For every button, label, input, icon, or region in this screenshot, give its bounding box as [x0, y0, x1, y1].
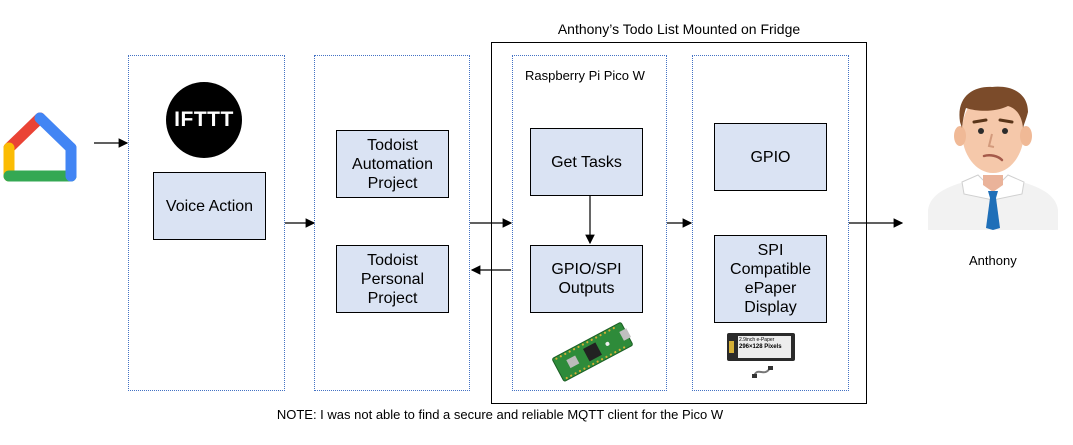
fridge-frame [491, 42, 867, 404]
gpio-node: GPIO [714, 123, 827, 191]
epaper-board-line1: 2.9inch e-Paper [739, 337, 775, 343]
gpio-spi-outputs-node: GPIO/SPI Outputs [530, 245, 643, 313]
raspberry-pi-pico-image [552, 322, 633, 382]
todoist-personal-node: Todoist Personal Project [336, 245, 449, 313]
epaper-board-line2: 296×128 Pixels [739, 344, 782, 350]
todoist-automation-node: Todoist Automation Project [336, 130, 449, 198]
todoist-container [314, 55, 470, 391]
ifttt-logo-text: IFTTT [174, 108, 234, 131]
fridge-frame-title: Anthony’s Todo List Mounted on Fridge [557, 21, 801, 37]
ifttt-container [128, 55, 285, 391]
pico-container [512, 55, 667, 391]
ifttt-logo: IFTTT [166, 82, 242, 158]
google-home-icon [3, 112, 77, 182]
get-tasks-node: Get Tasks [530, 128, 643, 196]
cable-icon [752, 366, 773, 378]
epaper-board-image: 2.9inch e-Paper 296×128 Pixels [727, 333, 795, 361]
footnote: NOTE: I was not able to find a secure an… [276, 407, 724, 422]
display-container [692, 55, 849, 391]
pico-title: Raspberry Pi Pico W [525, 68, 645, 83]
anthony-avatar [928, 86, 1058, 230]
voice-action-node: Voice Action [153, 172, 266, 240]
epaper-display-node: SPI Compatible ePaper Display [714, 235, 827, 323]
anthony-label: Anthony [969, 253, 1017, 268]
